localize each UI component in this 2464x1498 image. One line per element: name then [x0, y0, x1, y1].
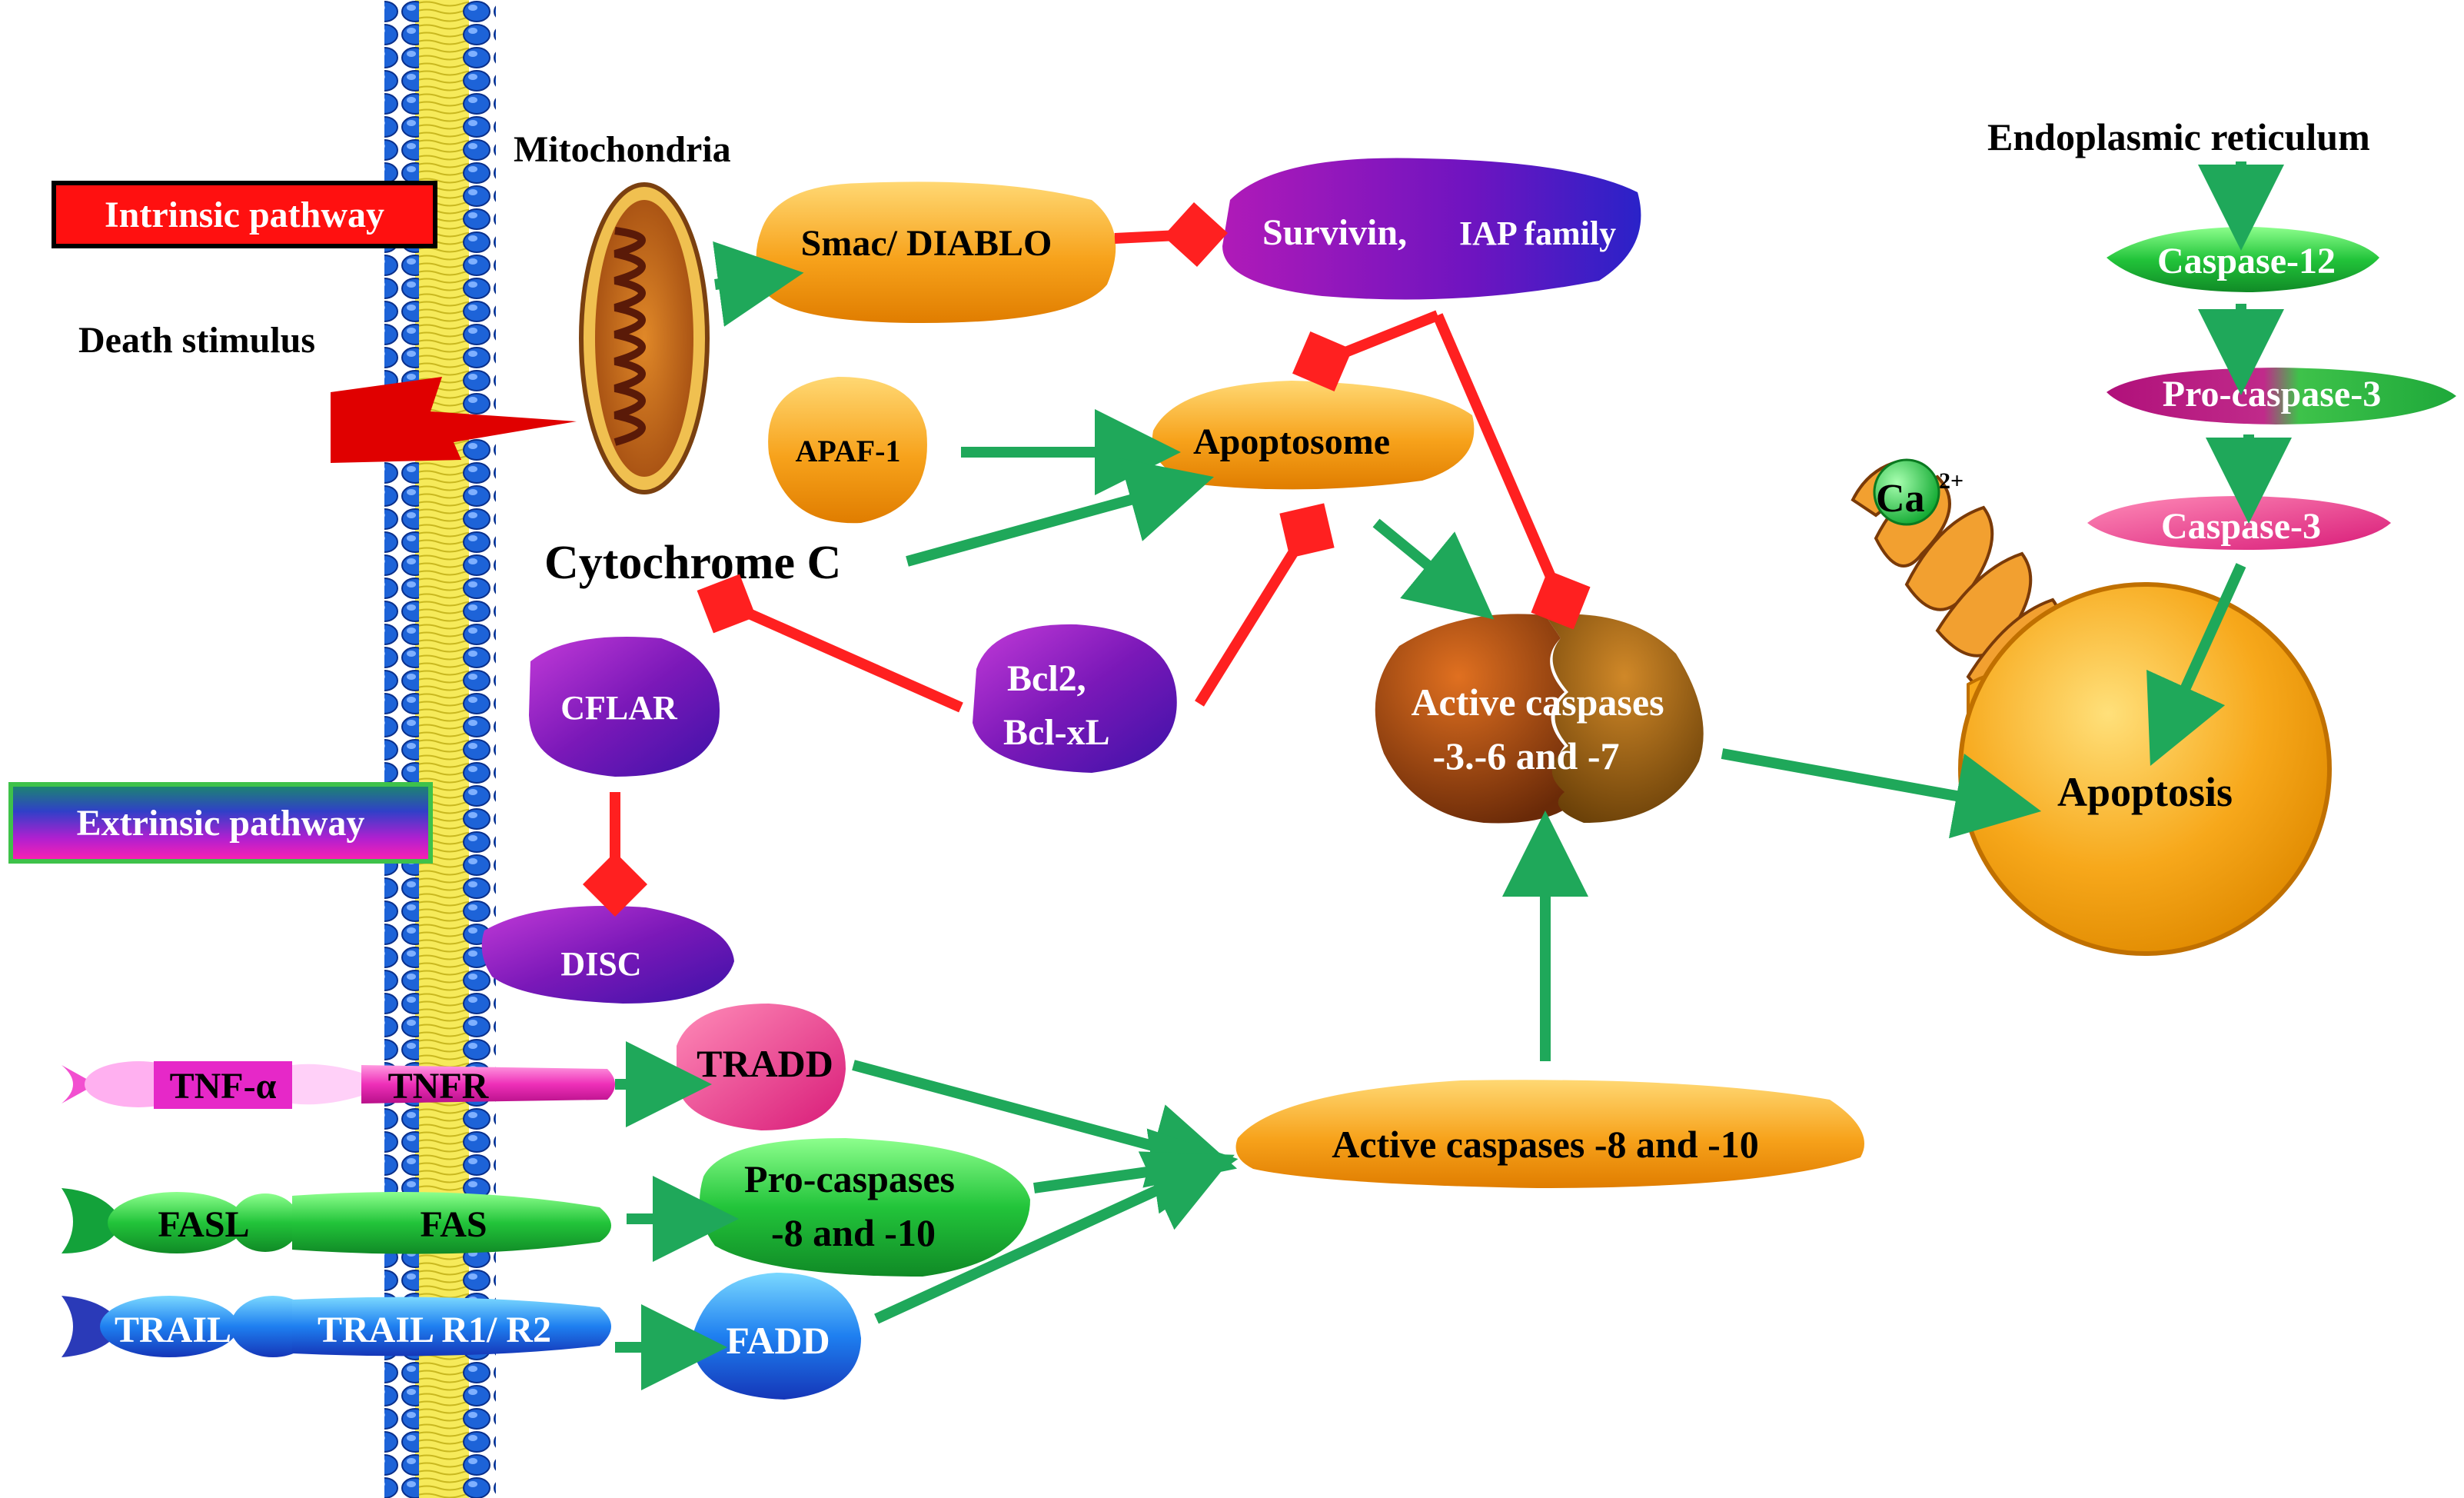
apaf1-text: APAF-1 [796, 434, 901, 468]
disc-text: DISC [560, 945, 641, 983]
active-caspases-367-node: Active caspases -3.-6 and -7 [1375, 614, 1704, 824]
arrow-caspase3-to-apoptosis [2146, 563, 2246, 767]
procaspases-text-line2: -8 and -10 [771, 1211, 936, 1254]
arrow-mito-to-smac [713, 241, 804, 327]
smac-diablo-text: Smac/ DIABLO [801, 223, 1052, 264]
fasl-text: FASL [158, 1204, 249, 1245]
calcium-text: Ca [1876, 477, 1925, 521]
cytochrome-c-label: Cytochrome C [544, 537, 841, 589]
lightning-bolt-icon [331, 377, 577, 463]
cflar-text: CFLAR [560, 689, 678, 727]
survivin-iap-node: Survivin, IAP family [1222, 158, 1641, 300]
arrow-tradd-to-810 [852, 1060, 1238, 1188]
tnfr-text: TNFR [388, 1066, 490, 1107]
cflar-node: CFLAR [529, 637, 720, 777]
extrinsic-pathway-label: Extrinsic pathway [8, 782, 433, 864]
arrow-fadd-to-810 [874, 1151, 1235, 1324]
procaspases-text-line1: Pro-caspases [744, 1157, 955, 1200]
arrow-caspases-to-apoptosis [1721, 748, 2042, 839]
endoplasmic-reticulum-label: Endoplasmic reticulum [1987, 115, 2370, 158]
tnf-alpha-text: TNF-α [170, 1066, 277, 1107]
mitochondria-label: Mitochondria [514, 129, 731, 170]
caspase12-node: Caspase-12 [2107, 227, 2379, 292]
survivin-text: Survivin, [1262, 212, 1407, 253]
caspase3-node: Caspase-3 [2087, 496, 2391, 550]
procaspase3-node: Pro-caspase-3 [2107, 368, 2456, 424]
apoptosis-cell: Apoptosis [1958, 582, 2332, 956]
iap-family-text: IAP family [1459, 215, 1616, 252]
active-caspases-367-line1: Active caspases [1411, 681, 1664, 724]
apoptosis-text: Apoptosis [2057, 769, 2233, 815]
active-caspases-810-text: Active caspases -8 and -10 [1332, 1123, 1759, 1166]
inhibit-smac-survivin [1114, 202, 1228, 267]
trail-r-text: TRAIL R1/ R2 [318, 1310, 551, 1350]
bcl2-text-line2: Bcl-xL [1003, 712, 1110, 753]
bcl2-text-line1: Bcl2, [1007, 658, 1086, 699]
intrinsic-pathway-text: Intrinsic pathway [105, 195, 384, 235]
arrow-cytc-to-apoptosome [906, 458, 1214, 567]
arrow-apoptosome-to-caspases [1372, 518, 1495, 620]
procaspase3-text: Pro-caspase-3 [2163, 374, 2381, 414]
death-stimulus-label: Death stimulus [78, 320, 315, 361]
tradd-node: TRADD [677, 1004, 846, 1130]
bcl2-node: Bcl2, Bcl-xL [973, 624, 1177, 773]
caspase3-text: Caspase-3 [2161, 506, 2321, 547]
fadd-text: FADD [726, 1319, 830, 1362]
fadd-node: FADD [692, 1273, 861, 1400]
calcium-ion: Ca 2+ [1873, 458, 1964, 526]
activation-arrows [615, 161, 2292, 1390]
apoptosome-node: Apoptosome [1152, 381, 1475, 490]
smac-diablo-node: Smac/ DIABLO [756, 181, 1116, 323]
fas-receptor: FASL FAS [62, 1188, 611, 1254]
intrinsic-pathway-label: Intrinsic pathway [52, 181, 437, 248]
inhibit-survivin-caspases [1432, 313, 1591, 630]
caspase12-text: Caspase-12 [2157, 241, 2336, 281]
inhibit-survivin-apoptosome [1292, 310, 1440, 391]
apaf1-node: APAF-1 [768, 377, 927, 524]
inhibit-bcl2-cytc [697, 574, 963, 713]
active-caspases-367-line2: -3.-6 and -7 [1432, 734, 1619, 777]
extrinsic-pathway-text: Extrinsic pathway [77, 803, 365, 844]
calcium-charge-text: 2+ [1939, 468, 1964, 494]
inhibition-lines [583, 202, 1591, 917]
disc-node: DISC [481, 906, 734, 1004]
active-caspases-810-node: Active caspases -8 and -10 [1235, 1080, 1864, 1188]
fas-text: FAS [420, 1204, 487, 1245]
tradd-text: TRADD [697, 1042, 833, 1085]
trail-receptor: TRAIL TRAIL R1/ R2 [62, 1296, 611, 1357]
trail-text: TRAIL [115, 1310, 231, 1350]
tnf-receptor: TNF-α TNFR [62, 1061, 615, 1109]
inhibit-bcl2-apoptosome [1195, 503, 1335, 707]
apoptosome-text: Apoptosome [1193, 421, 1390, 462]
mitochondria-icon [579, 182, 710, 494]
procaspases-810-node: Pro-caspases -8 and -10 [700, 1138, 1030, 1277]
